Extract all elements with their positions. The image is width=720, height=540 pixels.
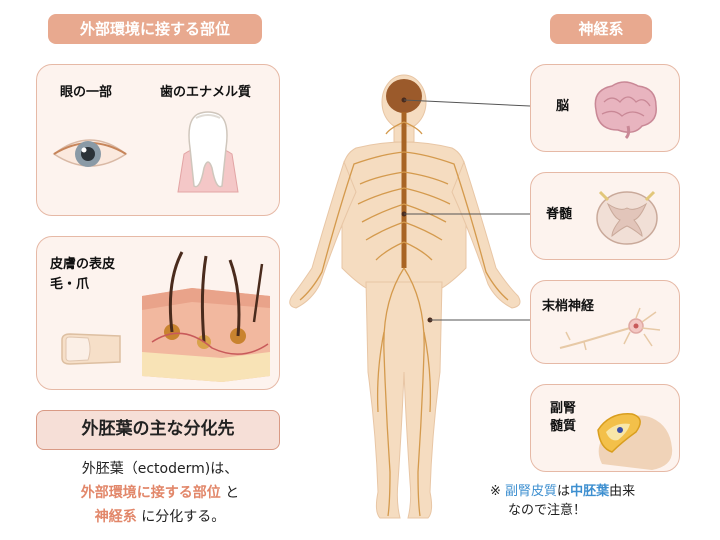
spinal-cord-icon (596, 190, 658, 245)
description-line3-tail: に分化する。 (136, 509, 226, 525)
left-section-header: 外部環境に接する部位 (48, 14, 262, 44)
label-adrenal-medulla: 副腎 髄質 (550, 401, 577, 434)
label-spinal-cord: 脊髄 (546, 207, 573, 222)
brain-icon (594, 81, 657, 140)
label-skin-epidermis: 皮膚の表皮 (50, 257, 116, 272)
description-line2-tail: と (220, 485, 240, 501)
note-origin: 中胚葉 (570, 484, 610, 499)
label-peripheral-nerve: 末梢神経 (542, 299, 595, 314)
note-mark: ※ (490, 484, 506, 499)
eye-illustration (52, 139, 128, 167)
note-tail: 由来 (609, 484, 636, 499)
description-line1: 外胚葉（ectoderm)は、 (81, 461, 239, 477)
brain-mark (386, 79, 422, 113)
label-tooth-enamel: 歯のエナメル質 (160, 85, 252, 100)
note-line2: なので注意！ (508, 503, 587, 518)
description-line3: 神経系 に分化する。 (30, 504, 290, 530)
tooth-illustration (177, 111, 239, 193)
adrenal-cortex-note: ※ 副腎皮質は中胚葉由来 なので注意！ (490, 482, 690, 520)
finger-nail-illustration (61, 333, 121, 365)
human-body-illustration (289, 74, 521, 519)
label-hair-nail: 毛・爪 (50, 277, 90, 292)
description-accent-nervous: 神経系 (94, 509, 137, 525)
neuron-icon (559, 307, 661, 351)
note-mid: は (557, 484, 571, 499)
note-term: 副腎皮質 (505, 484, 558, 499)
note-line1: ※ 副腎皮質は中胚葉由来 (490, 482, 690, 501)
label-eye: 眼の一部 (60, 85, 113, 100)
summary-title: 外胚葉の主な分化先 (36, 410, 280, 450)
adrenal-gland-icon (597, 413, 673, 470)
description-accent-external: 外部環境に接する部位 (80, 485, 221, 501)
skin-cross-section-illustration (142, 251, 270, 382)
panel-eye-tooth (36, 64, 280, 216)
right-section-header: 神経系 (550, 14, 652, 44)
panel-peripheral-nerve (530, 280, 680, 364)
description-line2: 外部環境に接する部位 と (30, 480, 290, 506)
label-brain: 脳 (556, 99, 570, 114)
